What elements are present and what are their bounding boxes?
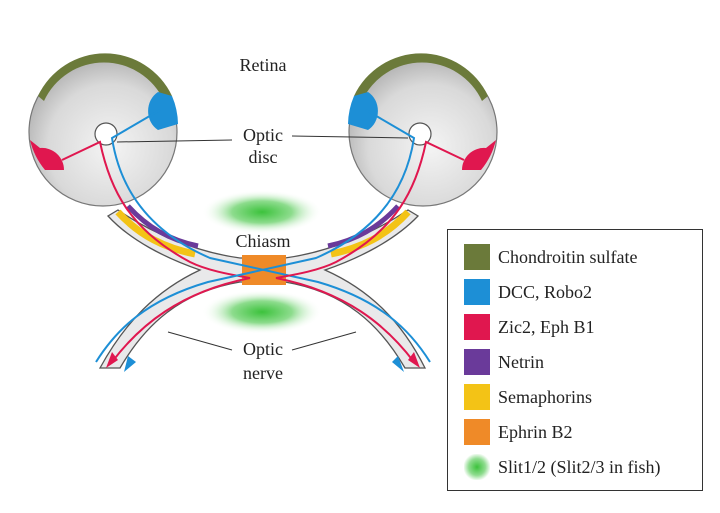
- legend-label: Chondroitin sulfate: [498, 246, 638, 267]
- legend-item-semaphorins: Semaphorins: [464, 382, 592, 412]
- legend-item-chondroitin: Chondroitin sulfate: [464, 242, 637, 272]
- legend-swatch: [464, 244, 490, 270]
- leader-nerve-left: [167, 331, 233, 351]
- arrowhead-red-right: [408, 352, 420, 368]
- optic-disc-label-line1: Optic: [243, 125, 283, 145]
- optic-disc-label-line2: disc: [248, 147, 278, 167]
- netrin-band-right: [327, 204, 400, 249]
- legend-swatch: [464, 349, 490, 375]
- arrowhead-red-left: [106, 352, 118, 368]
- semaphorin-band-left: [115, 209, 196, 258]
- legend-item-slit: Slit1/2 (Slit2/3 in fish): [464, 452, 661, 482]
- legend-swatch: [464, 314, 490, 340]
- right-eye: [348, 53, 498, 207]
- axon-blue-right: [95, 109, 416, 363]
- legend-label: DCC, Robo2: [498, 281, 593, 302]
- left-eye: [28, 53, 178, 207]
- legend-item-zic2: Zic2, Eph B1: [464, 312, 595, 342]
- legend-swatch: [464, 279, 490, 305]
- axon-red-left: [61, 140, 251, 363]
- legend-item-dcc: DCC, Robo2: [464, 277, 592, 307]
- legend-label: Semaphorins: [498, 386, 592, 407]
- chiasm-label: Chiasm: [235, 231, 291, 251]
- optic-nerve-label-line2: nerve: [243, 363, 283, 383]
- leader-disc-left: [116, 139, 233, 143]
- legend-label: Slit1/2 (Slit2/3 in fish): [498, 456, 661, 477]
- legend-swatch-glow: [464, 454, 490, 480]
- axon-blue-left: [110, 109, 431, 363]
- arrowhead-blue-left: [124, 356, 136, 372]
- netrin-band-left: [126, 204, 199, 249]
- legend-swatch: [464, 384, 490, 410]
- optic-nerve-label-line1: Optic: [243, 339, 283, 359]
- legend-swatch: [464, 419, 490, 445]
- axon-red-right: [275, 140, 465, 363]
- arrowhead-blue-right: [392, 356, 404, 372]
- legend-label: Ephrin B2: [498, 421, 573, 442]
- leader-nerve-right: [291, 331, 357, 351]
- legend-label: Netrin: [498, 351, 544, 372]
- leader-disc-right: [291, 135, 409, 139]
- legend-item-netrin: Netrin: [464, 347, 544, 377]
- slit-glow-lower: [202, 290, 322, 334]
- retina-label: Retina: [239, 55, 287, 75]
- legend: Chondroitin sulfate DCC, Robo2 Zic2, Eph…: [447, 229, 703, 491]
- legend-label: Zic2, Eph B1: [498, 316, 595, 337]
- slit-glow-upper: [202, 190, 322, 234]
- semaphorin-band-right: [330, 209, 411, 258]
- legend-item-ephrin: Ephrin B2: [464, 417, 573, 447]
